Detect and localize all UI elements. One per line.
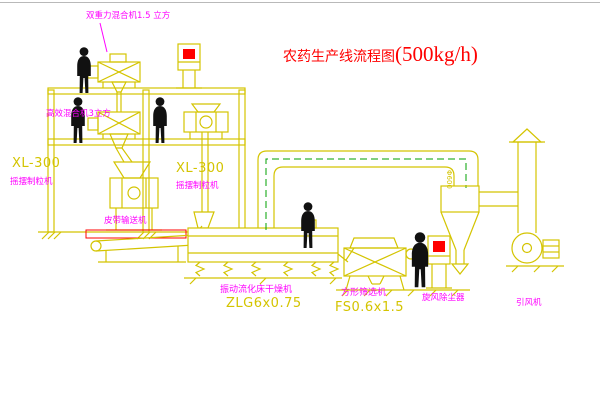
granulator-left-machine (106, 161, 162, 231)
label-mid-mixer: 高效混合机3立方 (46, 109, 111, 119)
model-granulator-right: XL-300 (176, 161, 225, 176)
label-granulator-right: 摇摆制粒机 (176, 181, 219, 191)
label-cyclone-size: Φ600 (445, 170, 453, 189)
worker-figure-floor2-left (71, 97, 85, 143)
fluid-bed-dryer-machine (184, 211, 349, 285)
worker-figure-roof (77, 47, 91, 93)
control-panel-ground (426, 235, 452, 289)
label-cyclone: 旋风除尘器 (422, 293, 465, 303)
worker-figure-ground-right (411, 232, 429, 288)
square-sieve-machine (336, 237, 470, 297)
model-sieve: FS0.6x1.5 (335, 300, 405, 315)
exhaust-duct (257, 150, 479, 228)
duct-centerline (265, 158, 467, 230)
label-sieve: 方形筛选机 (341, 288, 387, 298)
label-top-mixer: 双重力混合机1.5 立方 (86, 11, 171, 21)
cyclone-separator (440, 185, 518, 275)
model-dryer: ZLG6x0.75 (226, 296, 302, 311)
label-granulator-left: 摇摆制粒机 (10, 177, 53, 187)
mid-mixer-machine (87, 111, 141, 163)
worker-figure-floor2-right (153, 97, 167, 143)
fan-and-stack (506, 128, 564, 273)
label-fan: 引风机 (516, 298, 542, 308)
title-capacity: (500kg/h) (395, 42, 478, 66)
drawing-border (0, 2, 600, 3)
label-leader-line (99, 22, 108, 53)
drawing-title: 农药生产线流程图(500kg/h) (283, 44, 478, 65)
control-panel-top (176, 43, 202, 89)
granulator-right-machine (183, 103, 229, 212)
top-mixer-machine (87, 53, 141, 112)
model-granulator-left: XL-300 (12, 156, 61, 171)
label-belt-conveyor: 皮带输送机 (104, 216, 147, 226)
label-dryer: 振动流化床干燥机 (220, 285, 293, 295)
title-main: 农药生产线流程图 (283, 49, 395, 65)
